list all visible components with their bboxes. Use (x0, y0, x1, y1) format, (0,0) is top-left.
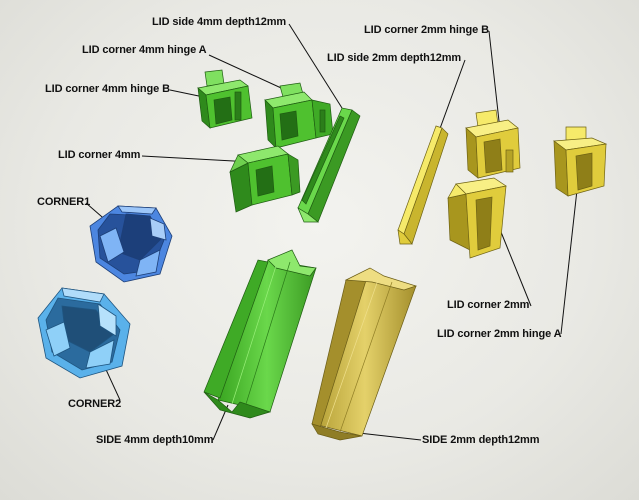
leader-lid-side-2mm (437, 59, 466, 135)
part-side-4mm (203, 249, 317, 419)
part-lid-side-2mm (397, 125, 449, 245)
leader-lid-side-4mm (288, 23, 343, 109)
part-lid-corner-4mm-hinge-b (197, 69, 253, 129)
leader-lid-corner-2mm-hinge-b (488, 30, 501, 131)
leader-lid-corner-2mm-hinge-a (560, 171, 580, 335)
part-lid-corner-2mm (447, 177, 507, 259)
label-lid-corner-2mm-hinge-b: LID corner 2mm hinge B (364, 24, 489, 36)
part-corner1 (89, 205, 173, 283)
part-corner2 (37, 287, 131, 379)
leader-lid-corner-4mm (141, 155, 253, 163)
label-lid-corner-4mm-hinge-b: LID corner 4mm hinge B (45, 83, 170, 95)
label-corner2: CORNER2 (68, 398, 122, 410)
label-lid-corner-4mm: LID corner 4mm (58, 149, 141, 161)
part-lid-corner-4mm (229, 145, 301, 213)
part-side-2mm (311, 267, 418, 441)
part-lid-corner-4mm-hinge-a (264, 82, 334, 149)
label-lid-corner-4mm-hinge-a: LID corner 4mm hinge A (82, 44, 207, 56)
part-lid-side-4mm (297, 107, 361, 223)
label-lid-side-2mm: LID side 2mm depth12mm (327, 52, 462, 64)
label-side-4mm: SIDE 4mm depth10mm (96, 434, 214, 446)
label-corner1: CORNER1 (37, 196, 91, 208)
part-lid-corner-2mm-hinge-b (465, 109, 521, 179)
label-lid-corner-2mm: LID corner 2mm (447, 299, 530, 311)
label-lid-corner-2mm-hinge-a: LID corner 2mm hinge A (437, 328, 562, 340)
part-lid-corner-2mm-hinge-a (553, 126, 608, 197)
label-lid-side-4mm: LID side 4mm depth12mm (152, 16, 287, 28)
label-side-2mm: SIDE 2mm depth12mm (422, 434, 540, 446)
